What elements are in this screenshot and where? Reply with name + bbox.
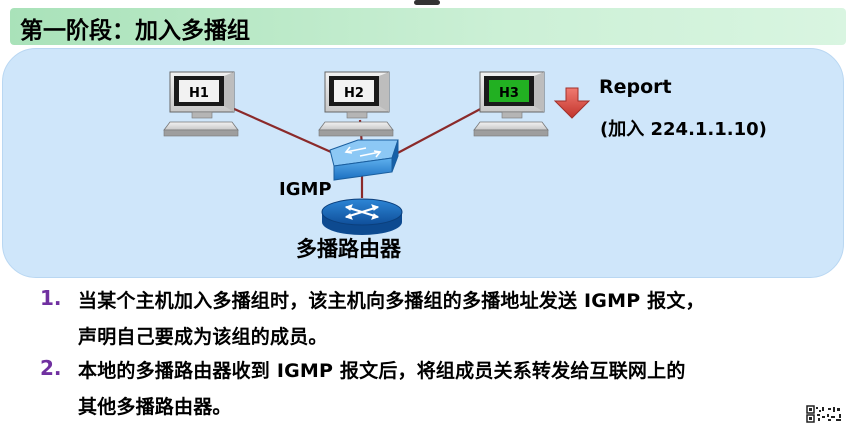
- step-text-line: 其他多播路由器。: [78, 396, 232, 418]
- host-label-h3: H3: [499, 86, 519, 101]
- step-text-line: 当某个主机加入多播组时，该主机向多播组的多播地址发送 IGMP 报文，: [78, 290, 705, 312]
- igmp-label: IGMP: [279, 179, 332, 200]
- router-icon[interactable]: [321, 198, 403, 235]
- switch-icon[interactable]: [329, 139, 399, 181]
- router-label: 多播路由器: [296, 237, 401, 261]
- host-h3[interactable]: H3: [473, 71, 549, 137]
- computer-icon: [318, 71, 394, 137]
- qr-code-icon: [806, 405, 846, 423]
- step-item: 2. 本地的多播路由器收到 IGMP 报文后，将组成员关系转发给互联网上的 其他…: [0, 356, 846, 426]
- join-group-label: (加入 224.1.1.10): [600, 119, 767, 140]
- host-h1[interactable]: H1: [163, 71, 239, 137]
- report-label: Report: [599, 76, 672, 98]
- step-item: 1. 当某个主机加入多播组时，该主机向多播组的多播地址发送 IGMP 报文， 声…: [0, 286, 846, 356]
- computer-icon: [473, 71, 549, 137]
- step-text-line: 本地的多播路由器收到 IGMP 报文后，将组成员关系转发给互联网上的: [78, 360, 686, 382]
- step-number: 2.: [40, 356, 62, 380]
- diagram-panel: [2, 48, 844, 278]
- computer-icon: [163, 71, 239, 137]
- link-h3-switch: [391, 105, 487, 157]
- link-h1-switch: [231, 106, 341, 158]
- top-dash-mark: [414, 0, 440, 5]
- step-text-line: 声明自己要成为该组的成员。: [78, 326, 328, 348]
- host-label-h2: H2: [344, 86, 364, 101]
- page-title: 第一阶段：加入多播组: [20, 18, 250, 44]
- host-h2[interactable]: H2: [318, 71, 394, 137]
- steps-list: 1. 当某个主机加入多播组时，该主机向多播组的多播地址发送 IGMP 报文， 声…: [0, 286, 846, 426]
- title-bar: 第一阶段：加入多播组: [10, 8, 846, 45]
- down-arrow-icon: [553, 87, 591, 119]
- step-number: 1.: [40, 286, 62, 310]
- host-label-h1: H1: [189, 86, 209, 101]
